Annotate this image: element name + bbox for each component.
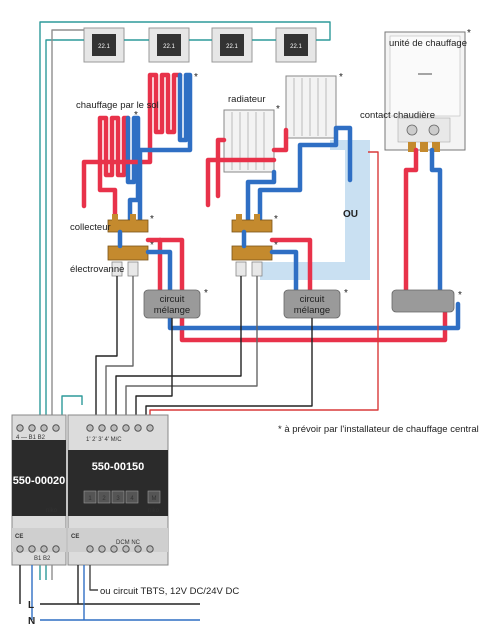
valve-label: électrovanne xyxy=(70,264,124,275)
manifold-right-asterisk: * xyxy=(274,214,278,225)
module-left-ce: CE xyxy=(15,534,23,540)
module-right-button-4-label: 4 xyxy=(130,496,134,502)
line-N-label: N xyxy=(28,616,35,627)
manifold-left xyxy=(107,214,149,233)
manifold-label: collecteur xyxy=(70,222,111,233)
thermostat-3: 22.1 xyxy=(211,27,253,63)
module-left-terminals-top: 4 — B1 B2 xyxy=(16,435,46,441)
floor-heating-loop-left xyxy=(97,115,141,229)
thermostat-wires xyxy=(39,21,331,580)
floor-heating-asterisk-2: * xyxy=(194,72,198,83)
boiler-contact-label: contact chaudière xyxy=(360,110,435,121)
heating-unit-label: unité de chauffage xyxy=(389,38,467,49)
module-right-button-1[interactable]: 1 xyxy=(83,490,97,504)
valve-right-asterisk: * xyxy=(274,240,278,251)
module-right-brand: niko xyxy=(148,508,160,514)
module-right-button-2-label: 2 xyxy=(102,496,106,502)
thermostat-4-display: 22.1 xyxy=(290,44,302,50)
module-right-button-2[interactable]: 2 xyxy=(97,490,111,504)
mixing-circuit-2-line1: circuit xyxy=(300,294,325,305)
valve-left-asterisk: * xyxy=(150,240,154,251)
installer-note: * à prévoir par l'installateur de chauff… xyxy=(278,424,479,435)
mixing-circuit-3-asterisk: * xyxy=(458,290,462,301)
radiator-1 xyxy=(223,109,275,173)
module-right-terminals-top: 1' 2' 3' 4' M/C xyxy=(86,437,122,443)
manifold-left-asterisk: * xyxy=(150,214,154,225)
module-right-ce: CE xyxy=(71,534,79,540)
mixing-circuit-1-line1: circuit xyxy=(160,294,185,305)
valve-right xyxy=(231,245,273,277)
module-right-button-m[interactable]: M xyxy=(147,490,161,504)
radiator-2 xyxy=(285,75,337,139)
module-left xyxy=(11,414,67,566)
thermostat-3-display: 22.1 xyxy=(226,44,238,50)
mixing-circuit-1-asterisk: * xyxy=(204,288,208,299)
thermostat-1: 22.1 xyxy=(83,27,125,63)
module-right-button-m-label: M xyxy=(152,496,157,502)
valve-left xyxy=(107,245,149,277)
tbts-note: ou circuit TBTS, 12V DC/24V DC xyxy=(100,586,239,597)
manifold-right xyxy=(231,214,273,233)
floor-heating-loop-right xyxy=(81,72,193,228)
module-left-brand: niko xyxy=(46,508,58,514)
module-right-terminals-bottom: DCM NC xyxy=(116,540,141,546)
control-wires xyxy=(61,151,379,415)
line-L-label: L xyxy=(28,600,34,611)
thermostat-1-display: 22.1 xyxy=(98,44,110,50)
radiator-2-asterisk: * xyxy=(339,72,343,83)
module-left-terminals-bottom: B1 B2 xyxy=(34,556,51,562)
mixing-circuit-2-line2: mélange xyxy=(294,305,330,316)
module-right-button-3-label: 3 xyxy=(116,496,120,502)
module-right-button-1-label: 1 xyxy=(88,496,92,502)
module-right xyxy=(67,414,169,566)
heating-unit-asterisk: * xyxy=(467,28,471,39)
module-right-code: 550-00150 xyxy=(92,461,145,473)
heating-unit xyxy=(384,31,466,152)
mixing-circuit-2-asterisk: * xyxy=(344,288,348,299)
module-right-button-4[interactable]: 4 xyxy=(125,490,139,504)
radiator-label: radiateur xyxy=(228,94,266,105)
thermostat-2-display: 22.1 xyxy=(163,44,175,50)
thermostat-2: 22.1 xyxy=(148,27,190,63)
main-pipes xyxy=(117,147,461,343)
radiator-1-asterisk: * xyxy=(276,104,280,115)
floor-heating-label: chauffage par le sol xyxy=(76,100,159,111)
module-right-button-3[interactable]: 3 xyxy=(111,490,125,504)
or-label: OU xyxy=(343,209,358,220)
supply-lines xyxy=(19,565,200,621)
thermostat-4: 22.1 xyxy=(275,27,317,63)
module-left-code: 550-00020 xyxy=(13,475,66,487)
mixing-circuit-3 xyxy=(391,289,455,313)
radiator-pipes xyxy=(205,125,353,229)
mixing-circuit-1-line2: mélange xyxy=(154,305,190,316)
or-zone xyxy=(260,140,370,280)
floor-heating-asterisk-1: * xyxy=(134,110,138,121)
